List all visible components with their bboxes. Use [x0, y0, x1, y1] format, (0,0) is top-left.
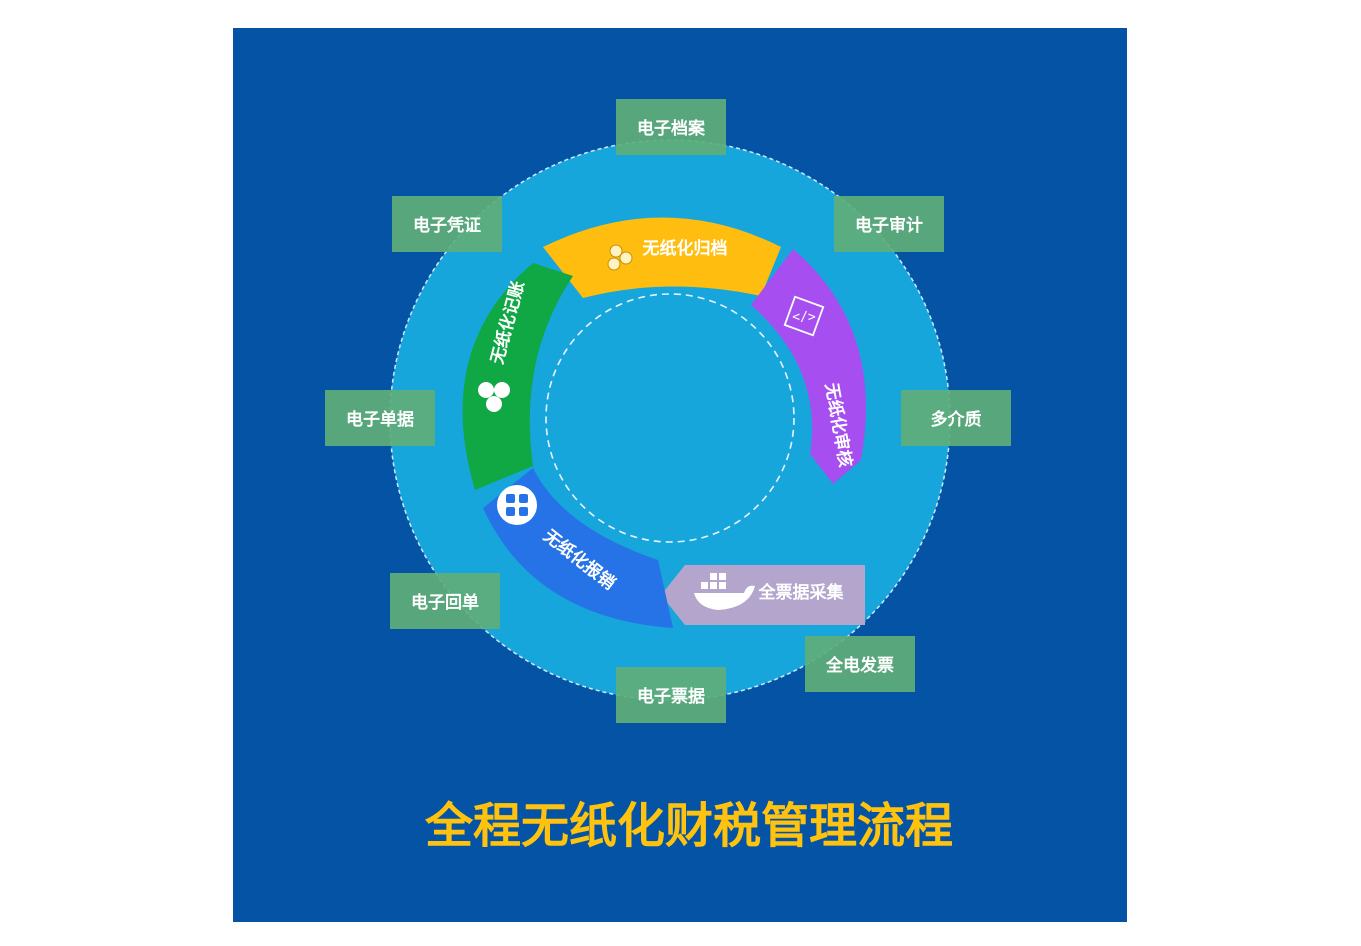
grid-icon: [497, 485, 537, 525]
tag-electronic-archive: 电子档案: [616, 99, 726, 155]
hexagons-icon: [478, 382, 510, 412]
stage-label-archive: 无纸化归档: [642, 238, 728, 259]
workflow-diagram: 无纸化归档 无纸化审核 全票据采集 无纸化报销 无纸化记账 </>: [233, 28, 1127, 922]
tag-digital-invoice: 全电发票: [805, 636, 915, 692]
svg-text:</>: </>: [792, 310, 816, 325]
stage-label-collect: 全票据采集: [758, 582, 845, 603]
stage-arrow-bookkeeping: [462, 263, 573, 490]
tag-electronic-document: 电子单据: [325, 390, 435, 446]
svg-text:电子审计: 电子审计: [855, 215, 923, 236]
inner-dashed-circle: [545, 293, 795, 543]
stage-arrow-archive: [543, 217, 781, 298]
tag-electronic-voucher: 电子凭证: [392, 196, 502, 252]
tag-electronic-receipt: 电子回单: [390, 573, 500, 629]
page-title: 全程无纸化财税管理流程: [424, 798, 953, 854]
code-icon: </>: [783, 295, 825, 337]
svg-text:电子单据: 电子单据: [346, 409, 414, 430]
tag-multi-media: 多介质: [901, 390, 1011, 446]
stage-arrow-review: [751, 249, 866, 484]
tags: 电子档案 电子审计 多介质 全电发票 电子票据 电子回单: [325, 99, 1011, 723]
docker-whale-icon: [694, 573, 755, 610]
svg-text:电子票据: 电子票据: [637, 686, 705, 707]
svg-text:电子档案: 电子档案: [637, 118, 706, 139]
coins-icon: [607, 244, 633, 271]
tag-electronic-audit: 电子审计: [834, 196, 944, 252]
svg-text:电子凭证: 电子凭证: [413, 215, 481, 236]
tag-electronic-bill: 电子票据: [616, 667, 726, 723]
svg-text:全电发票: 全电发票: [825, 655, 894, 676]
svg-text:电子回单: 电子回单: [411, 592, 479, 613]
svg-text:多介质: 多介质: [931, 409, 982, 430]
diagram-canvas: 无纸化归档 无纸化审核 全票据采集 无纸化报销 无纸化记账 </>: [233, 28, 1127, 922]
